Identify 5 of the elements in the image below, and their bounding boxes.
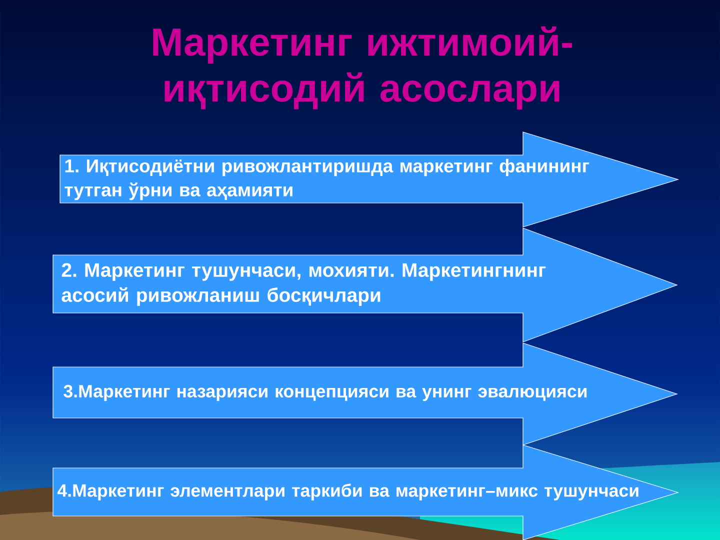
slide-title: Маркетинг ижтимоий-иқтисодий асослари: [153, 26, 572, 110]
arrow-block: 4.Маркетинг элементлари таркиби ва маркетинг–микс тушунчаси: [52, 444, 680, 540]
arrow-block: 1. Иқтисодиётни ривожлантиришда маркетинг фанининг тутган ўрни ва аҳамияти: [60, 132, 680, 228]
arrow-block: 2. Маркетинг тушунчаси, мохияти. Маркетингнинг асосий ривожланиш босқичлари: [52, 228, 678, 342]
arrow-block: 3.Маркетинг назарияси концепцияси ва унинг эвалюцияси: [52, 342, 678, 446]
